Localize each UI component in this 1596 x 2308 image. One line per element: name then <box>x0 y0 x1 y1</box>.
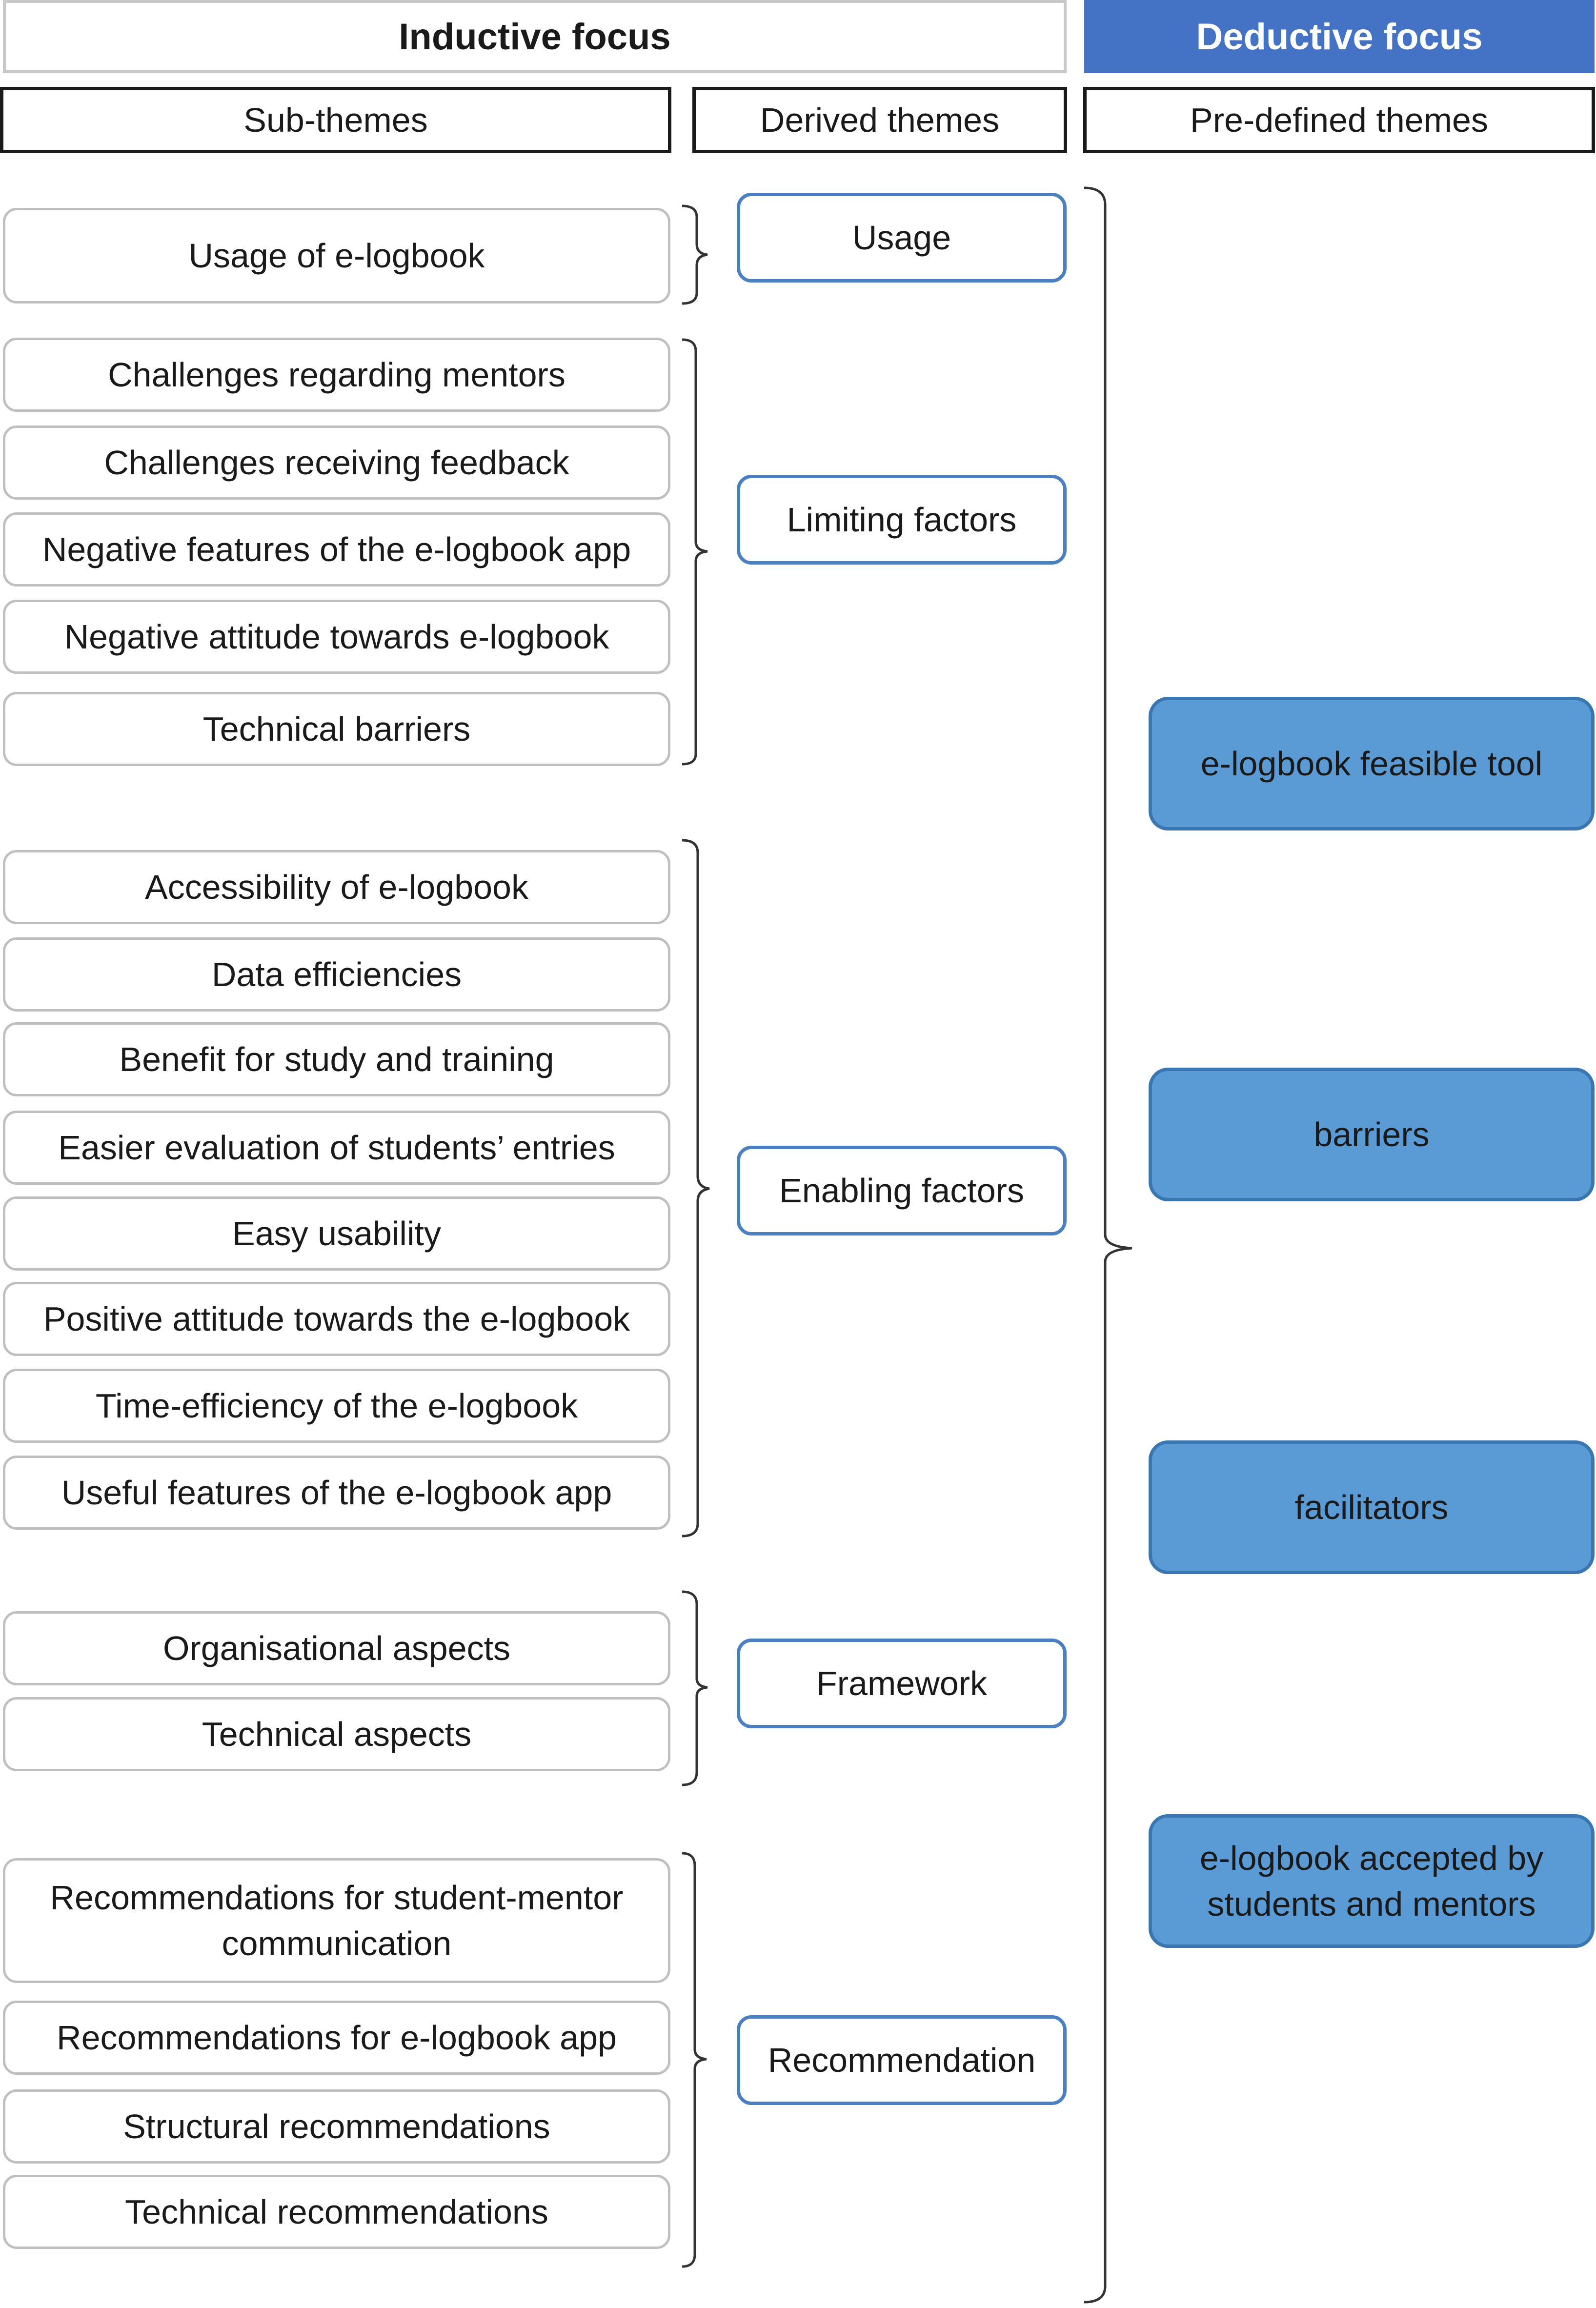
sub-theme-box: Benefit for study and training <box>3 1022 670 1096</box>
sub-theme-box: Usage of e-logbook <box>3 208 670 304</box>
sub-theme-box: Easy usability <box>3 1196 670 1271</box>
derived-themes-header: Derived themes <box>692 87 1067 153</box>
predefined-themes-header: Pre-defined themes <box>1083 87 1595 153</box>
inductive-focus-header: Inductive focus <box>3 0 1067 73</box>
sub-theme-box: Technical aspects <box>3 1697 670 1771</box>
derived-theme-limiting-factors: Limiting factors <box>737 475 1067 565</box>
bracket-limiting <box>682 338 708 766</box>
predefined-theme-feasible-tool: e-logbook feasible tool <box>1149 697 1595 830</box>
predefined-theme-facilitators: facilitators <box>1149 1440 1595 1574</box>
sub-theme-box: Easier evaluation of students’ entries <box>3 1111 670 1185</box>
sub-theme-box: Technical recommendations <box>3 2175 670 2249</box>
sub-theme-box: Data efficiencies <box>3 937 670 1012</box>
bracket-enabling <box>682 839 710 1538</box>
sub-theme-box: Structural recommendations <box>3 2089 670 2164</box>
bracket-usage <box>682 204 708 305</box>
derived-theme-recommendation: Recommendation <box>737 2015 1067 2105</box>
sub-theme-box: Challenges regarding mentors <box>3 338 670 412</box>
sub-theme-box: Positive attitude towards the e-logbook <box>3 1282 670 1356</box>
sub-theme-box: Recommendations for e-logbook app <box>3 2001 670 2075</box>
sub-theme-box: Challenges receiving feedback <box>3 425 670 500</box>
sub-theme-box: Recommendations for student-mentor commu… <box>3 1858 670 1983</box>
derived-theme-framework: Framework <box>737 1639 1067 1728</box>
sub-themes-header: Sub-themes <box>0 87 671 153</box>
bracket-recommendation <box>682 1852 707 2268</box>
derived-theme-enabling-factors: Enabling factors <box>737 1146 1067 1235</box>
sub-theme-box: Negative attitude towards e-logbook <box>3 600 670 674</box>
sub-theme-box: Negative features of the e-logbook app <box>3 512 670 587</box>
bracket-framework <box>682 1590 708 1786</box>
deductive-focus-header: Deductive focus <box>1084 0 1595 73</box>
bracket-deductive <box>1084 186 1132 2304</box>
sub-theme-box: Time-efficiency of the e-logbook <box>3 1369 670 1443</box>
derived-theme-usage: Usage <box>737 193 1067 283</box>
predefined-theme-barriers: barriers <box>1149 1068 1595 1201</box>
sub-theme-box: Technical barriers <box>3 692 670 766</box>
predefined-theme-accepted: e-logbook accepted by students and mento… <box>1149 1814 1595 1948</box>
sub-theme-box: Accessibility of e-logbook <box>3 850 670 924</box>
sub-theme-box: Organisational aspects <box>3 1611 670 1685</box>
sub-theme-box: Useful features of the e-logbook app <box>3 1456 670 1530</box>
